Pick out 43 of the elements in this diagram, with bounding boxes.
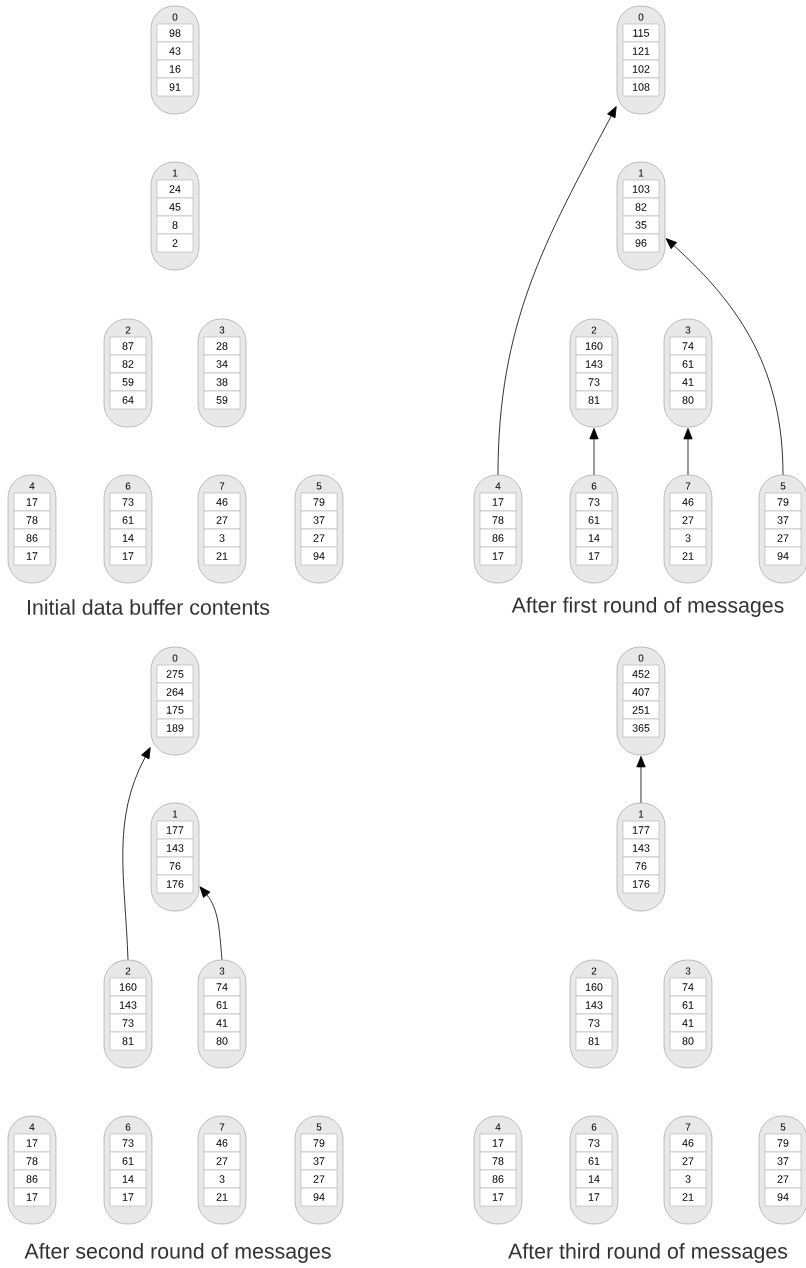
processor-capsule: 0 275 264 175 189	[150, 646, 200, 756]
panel-caption: After third round of messages	[508, 1243, 788, 1263]
processor-capsule: 7 46 27 3 21	[197, 474, 247, 584]
processor-capsule: 5 79 37 27 94	[758, 1115, 806, 1225]
processor-capsule: 0 452 407 251 365	[616, 646, 666, 756]
processor-capsule: 6 73 61 14 17	[103, 474, 153, 584]
processor-capsule: 4 17 78 86 17	[473, 1115, 523, 1225]
processor-capsule: 2 160 143 73 81	[569, 959, 619, 1069]
arrow	[683, 428, 693, 476]
arrow	[665, 238, 784, 476]
processor-capsule: 3 28 34 38 59	[197, 318, 247, 428]
processor-capsule: 5 79 37 27 94	[294, 474, 344, 584]
processor-capsule: 4 17 78 86 17	[7, 1115, 57, 1225]
processor-capsule: 6 73 61 14 17	[569, 1115, 619, 1225]
arrow	[497, 106, 617, 476]
processor-capsule: 1 103 82 35 96	[616, 161, 666, 271]
processor-capsule: 5 79 37 27 94	[294, 1115, 344, 1225]
arrow	[636, 756, 646, 804]
arrow	[589, 428, 599, 476]
panel-caption: Initial data buffer contents	[28, 599, 270, 615]
arrow	[122, 747, 151, 961]
processor-capsule: 6 73 61 14 17	[569, 474, 619, 584]
processor-capsule: 3 74 61 41 80	[663, 318, 713, 428]
processor-capsule: 1 24 45 8 2	[150, 161, 200, 271]
processor-capsule: 2 87 82 59 64	[103, 318, 153, 428]
processor-capsule: 2 160 143 73 81	[569, 318, 619, 428]
processor-capsule: 1 177 143 76 176	[150, 802, 200, 912]
processor-capsule: 4 17 78 86 17	[473, 474, 523, 584]
processor-capsule: 7 46 27 3 21	[197, 1115, 247, 1225]
processor-capsule: 0 98 43 16 91	[150, 5, 200, 115]
processor-capsule: 6 73 61 14 17	[103, 1115, 153, 1225]
arrow	[199, 886, 223, 961]
processor-capsule: 1 177 143 76 176	[616, 802, 666, 912]
processor-capsule: 7 46 27 3 21	[663, 1115, 713, 1225]
processor-capsule: 2 160 143 73 81	[103, 959, 153, 1069]
processor-capsule: 7 46 27 3 21	[663, 474, 713, 584]
panel-caption: After second round of messages	[24, 1243, 331, 1263]
processor-capsule: 0 115 121 102 108	[616, 5, 666, 115]
processor-capsule: 3 74 61 41 80	[197, 959, 247, 1069]
panel-caption: After first round of messages	[511, 597, 784, 617]
processor-capsule: 5 79 37 27 94	[758, 474, 806, 584]
processor-capsule: 3 74 61 41 80	[663, 959, 713, 1069]
processor-capsule: 4 17 78 86 17	[7, 474, 57, 584]
